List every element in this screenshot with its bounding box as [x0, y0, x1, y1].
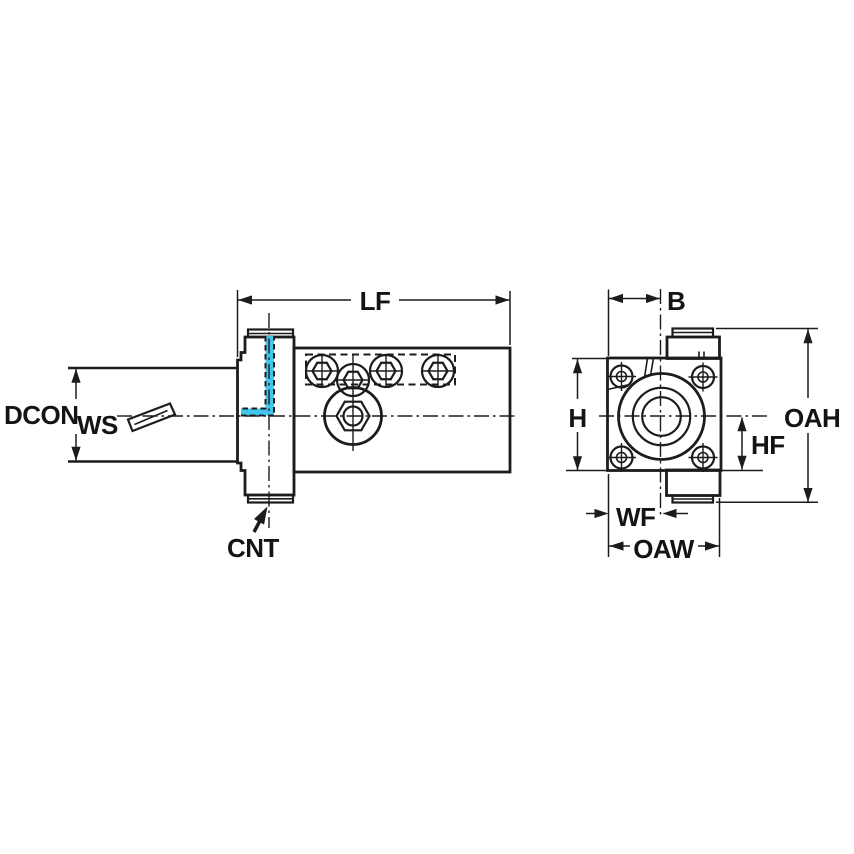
clamp-slit: [607, 351, 705, 391]
dimension-h: H: [566, 357, 606, 472]
central-bore: [617, 372, 706, 461]
label-oah: OAH: [784, 403, 840, 433]
dimension-dcon-ws: DCON WS: [4, 368, 119, 461]
clamp-screws: [304, 353, 456, 451]
cutting-insert: [126, 402, 177, 433]
label-cnt: CNT: [227, 533, 280, 563]
dimension-b: B: [607, 286, 686, 356]
dimension-wf: WF: [586, 474, 688, 557]
dimension-lf: LF: [236, 286, 511, 357]
central-screw: [323, 386, 383, 446]
end-face-plate: [606, 356, 723, 472]
front-view: B H OAH HF: [566, 286, 841, 564]
dimension-oah: OAH: [716, 327, 841, 504]
main-body: [292, 346, 512, 474]
label-wf: WF: [616, 502, 655, 532]
label-ws: WS: [77, 410, 118, 440]
dimension-oaw: OAW: [609, 498, 721, 564]
label-hf: HF: [751, 430, 785, 460]
side-view: DCON WS LF CNT: [4, 286, 517, 563]
label-lf: LF: [360, 286, 391, 316]
label-oaw: OAW: [633, 534, 695, 564]
dimension-hf: HF: [722, 417, 785, 472]
label-b: B: [667, 286, 685, 316]
label-dcon: DCON: [4, 400, 79, 430]
corner-screws: [607, 362, 718, 472]
label-h: H: [568, 403, 586, 433]
cnt-callout: CNT: [227, 503, 280, 563]
